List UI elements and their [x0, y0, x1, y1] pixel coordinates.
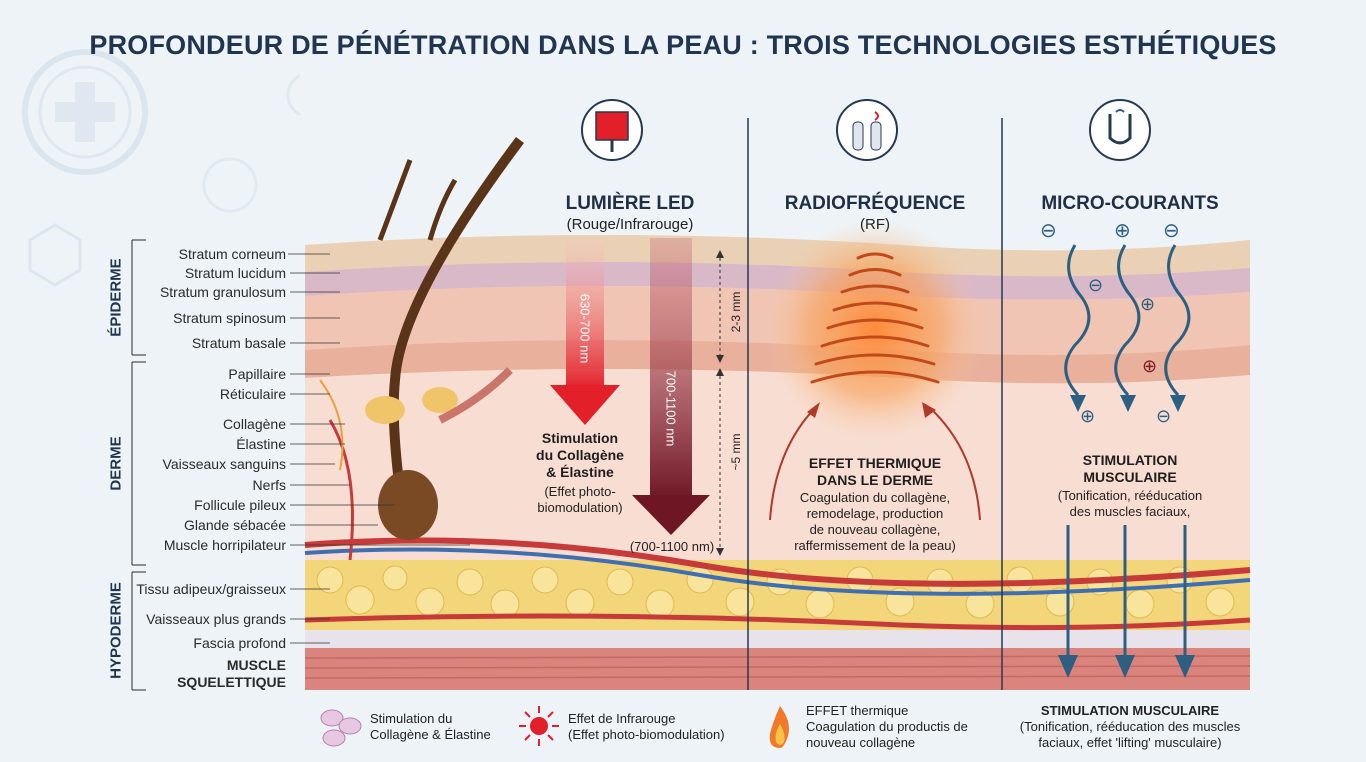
label-squelettique: SQUELETTIQUE [177, 674, 286, 690]
label-vaisseaux-sanguins: Vaisseaux sanguins [162, 456, 286, 472]
mc-effect-line1: STIMULATION [1082, 452, 1178, 468]
plus-icon: ⊕ [1142, 356, 1158, 376]
rf-device-icon [836, 99, 898, 161]
minus-icon: ⊖ [1088, 275, 1104, 295]
flame-icon [769, 706, 789, 748]
led-subtitle: (Rouge/Infrarouge) [566, 216, 694, 233]
legend-2-line1: Effet de Infrarouge [568, 711, 676, 726]
collagen-cells-icon [320, 709, 362, 747]
rf-desc-line2: remodelage, production [806, 506, 944, 521]
depth-dermis: ~5 mm [729, 433, 743, 471]
label-glande-sebacee: Glande sébacée [184, 517, 286, 533]
legend-3-line2: Coagulation du productis de [806, 719, 968, 734]
led-effect-line5: biomodulation) [537, 500, 623, 515]
led-panel-icon [581, 99, 643, 161]
rf-title: RADIOFRÉQUENCE [784, 193, 966, 214]
label-follicule-pileux: Follicule pileux [194, 497, 286, 513]
mc-desc-line2: des muscles faciaux, [1069, 504, 1191, 519]
minus-icon: ⊖ [1156, 406, 1172, 426]
plus-icon: ⊕ [1080, 406, 1096, 426]
label-stratum-basale: Stratum basale [191, 335, 286, 351]
mc-effect-line2: MUSCULAIRE [1083, 469, 1177, 485]
legend-1-line2: Collagène & Élastine [370, 727, 491, 742]
label-stratum-granulosum: Stratum granulosum [159, 284, 286, 300]
label-stratum-spinosum: Stratum spinosum [173, 310, 286, 326]
legend-2-line2: (Effet photo-biomodulation) [568, 727, 725, 742]
plus-icon: ⊕ [1140, 294, 1156, 314]
label-collagene: Collagène [222, 416, 286, 432]
group-epiderme: ÉPIDERME [107, 258, 125, 337]
legend-4-line3: faciaux, effet 'lifting' musculaire) [1038, 735, 1222, 750]
background-medical-icons [22, 49, 300, 287]
group-derme: DERME [107, 436, 125, 491]
plus-icon: ⊕ [1114, 220, 1131, 242]
label-muscle: MUSCLE [226, 657, 286, 673]
led-red-range: 630-700 nm [577, 293, 593, 364]
label-stratum-corneum: Stratum corneum [178, 246, 286, 262]
rf-desc-line3: de nouveau collagène, [809, 522, 941, 537]
led-effect-line3: & Élastine [546, 464, 614, 480]
led-effect-line2: du Collagène [536, 447, 624, 463]
minus-icon: ⊖ [1040, 220, 1057, 242]
led-effect-line4: (Effet photo- [544, 484, 616, 499]
legend-4-line1: STIMULATION MUSCULAIRE [1040, 703, 1220, 718]
depth-epidermis: 2-3 mm [729, 291, 743, 333]
legend-1-line1: Stimulation du [370, 711, 453, 726]
label-fascia-profond: Fascia profond [193, 635, 286, 651]
legend-3-line1: EFFET thermique [806, 703, 909, 718]
led-ir-note: (700-1100 nm) [629, 539, 715, 554]
led-ir-range: 700-1100 nm [663, 370, 679, 447]
label-elastine: Élastine [236, 436, 286, 452]
rf-desc-line4: raffermissement de la peau) [794, 538, 956, 553]
label-nerfs: Nerfs [252, 477, 286, 493]
label-reticulaire: Réticulaire [219, 386, 286, 402]
mc-desc-line1: (Tonification, rééducation [1057, 488, 1203, 503]
minus-icon: ⊖ [1163, 220, 1180, 242]
legend-3-line3: nouveau collagène [806, 735, 916, 750]
label-papillaire: Papillaire [228, 366, 286, 382]
infrared-burst-icon [519, 706, 559, 746]
label-tissu-adipeux: Tissu adipeux/graisseux [136, 581, 286, 597]
label-muscle-horripilateur: Muscle horripilateur [163, 537, 286, 553]
rf-effect-line1: EFFET THERMIQUE [808, 455, 942, 471]
legend-4-line2: (Tonification, rééducation des muscles [1019, 719, 1241, 734]
rf-subtitle: (RF) [860, 216, 890, 233]
microcurrent-device-icon [1089, 99, 1151, 161]
rf-desc-line1: Coagulation du collagène, [799, 490, 951, 505]
mc-title: MICRO-COURANTS [1041, 193, 1219, 214]
group-hypoderme: HYPODERME [107, 582, 125, 679]
label-vaisseaux-plus-grands: Vaisseaux plus grands [146, 611, 286, 627]
page-title: PROFONDEUR DE PÉNÉTRATION DANS LA PEAU :… [89, 30, 1277, 60]
rf-effect-line2: DANS LE DERME [817, 472, 933, 488]
led-effect-line1: Stimulation [541, 430, 619, 446]
led-title: LUMIÈRE LED [565, 193, 695, 214]
label-stratum-lucidum: Stratum lucidum [184, 265, 286, 281]
